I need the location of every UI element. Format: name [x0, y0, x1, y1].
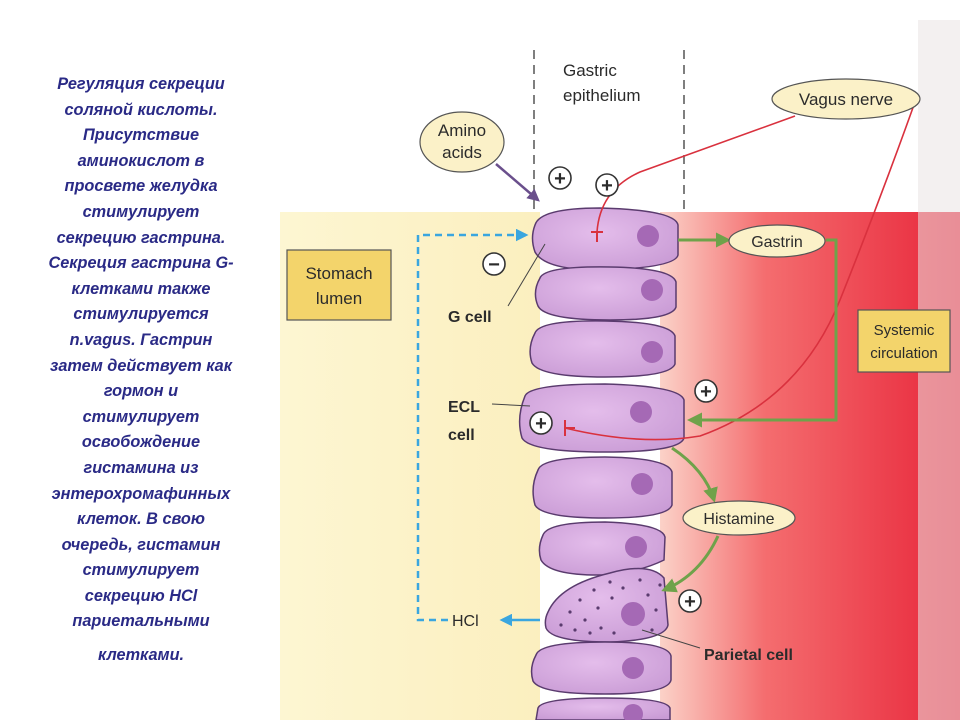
- amino-acids-label-line1: Amino: [438, 121, 486, 140]
- ecl-cell-label-line2: cell: [448, 427, 475, 444]
- g-cell: [531, 207, 679, 271]
- caption-line: освобождение: [81, 433, 201, 452]
- caption-line: гормон и: [103, 382, 179, 401]
- nucleus: [625, 536, 647, 558]
- parietal-granules: [559, 578, 662, 635]
- stomach-lumen-box: [286, 249, 392, 321]
- caption-line: секрецию гастрина.: [56, 228, 226, 247]
- epithelial-cell: [532, 456, 673, 519]
- amino-acids-oval: [419, 111, 505, 173]
- histamine-label: Histamine: [703, 511, 774, 528]
- gastric-epithelium-label-line2: epithelium: [563, 86, 641, 105]
- histamine-out-arrow: [671, 446, 718, 503]
- ecl-cell-label-line1: ECL: [448, 399, 480, 416]
- g-cell-label: G cell: [448, 309, 492, 326]
- plus-sign-vagus-g: +: [595, 173, 619, 197]
- nucleus: [641, 279, 663, 301]
- vagus-fiber-to-ecl: [564, 101, 916, 441]
- nucleus: [630, 401, 652, 423]
- caption-line: клеток. В свою: [77, 510, 205, 529]
- ecl-cell: [518, 383, 685, 453]
- nucleus: [637, 225, 659, 247]
- nucleus: [622, 657, 644, 679]
- epithelial-cell: [530, 641, 672, 695]
- svg-text:+: +: [601, 175, 613, 197]
- caption-line: энтерохромафинных: [51, 484, 231, 503]
- caption-line: стимулирует: [82, 202, 200, 221]
- nucleus: [641, 341, 663, 363]
- caption-text: Регуляция секреции соляной кислоты. Присут…: [10, 72, 272, 669]
- caption-line: соляной кислоты.: [64, 100, 218, 119]
- caption-line: стимулирует: [82, 407, 200, 426]
- caption-line: Секреция гастрина G-: [48, 254, 234, 273]
- nerve-terminal-ecl: [564, 420, 575, 436]
- svg-text:+: +: [684, 591, 696, 613]
- vagus-nerve-label: Vagus nerve: [799, 90, 893, 109]
- nucleus: [621, 602, 645, 626]
- gastrin-to-circulation: [687, 238, 838, 428]
- vagus-nerve-oval: [771, 78, 921, 120]
- hcl-label: HCl: [452, 613, 479, 630]
- parietal-cell-body: [544, 567, 669, 643]
- nucleus: [623, 704, 643, 720]
- plus-sign-gastrin-ecl: +: [694, 379, 718, 403]
- svg-text:+: +: [535, 413, 547, 435]
- epithelial-cell: [534, 266, 677, 321]
- vagus-fiber-to-g-cell: [596, 115, 796, 233]
- caption-line: Присутствие: [82, 126, 200, 145]
- caption-line: n.vagus. Гастрин: [69, 330, 213, 349]
- plus-sign-amino: +: [548, 166, 572, 190]
- plus-sign-histamine-parietal: +: [678, 589, 702, 613]
- caption-line: Регуляция секреции: [57, 75, 225, 93]
- minus-sign-feedback: −: [482, 252, 506, 276]
- circulation-region: [660, 212, 960, 720]
- systemic-circulation-box: [857, 309, 951, 373]
- histamine-oval: [682, 500, 796, 536]
- caption-line: стимулируется: [73, 305, 209, 324]
- epithelial-cell: [538, 521, 666, 576]
- caption-line: очередь, гистамин: [61, 535, 221, 554]
- amino-acids-arrow: [495, 163, 540, 202]
- caption-line: аминокислот в: [77, 151, 205, 170]
- caption-line: гистамина из: [83, 458, 199, 477]
- cell-nuclei: [621, 225, 663, 720]
- systemic-circulation-label-line2: circulation: [870, 345, 938, 362]
- gastric-epithelium-label-line1: Gastric: [563, 61, 617, 80]
- plus-sign-vagus-ecl: +: [529, 411, 553, 435]
- epithelial-cell: [535, 697, 671, 720]
- systemic-circulation-label-line1: Systemic: [874, 322, 935, 339]
- parietal-cell-label: Parietal cell: [704, 647, 793, 664]
- stomach-lumen-label-line2: lumen: [316, 289, 362, 308]
- caption-line: просвете желудка: [64, 177, 218, 196]
- caption-line: париетальными: [72, 612, 210, 631]
- parietal-leader: [641, 629, 701, 649]
- caption-line: клетками.: [97, 646, 185, 665]
- caption-line: клетками также: [71, 279, 211, 298]
- stomach-lumen-label-line1: Stomach: [305, 264, 372, 283]
- hcl-feedback-loop: [416, 228, 529, 622]
- histamine-in-arrow: [661, 535, 720, 593]
- epithelial-cell: [529, 320, 676, 378]
- svg-text:−: −: [488, 254, 500, 276]
- ecl-leader: [491, 403, 531, 407]
- nerve-terminal-g: [591, 231, 603, 242]
- caption-line: стимулирует: [82, 561, 200, 580]
- amino-acids-label-line2: acids: [442, 143, 482, 162]
- g-cell-leader: [507, 243, 546, 307]
- caption-line: затем действует как: [50, 356, 232, 375]
- svg-text:+: +: [700, 381, 712, 403]
- svg-text:+: +: [554, 168, 566, 190]
- gastrin-label: Gastrin: [751, 234, 803, 251]
- gastrin-oval: [728, 224, 826, 258]
- nucleus: [631, 473, 653, 495]
- caption-line: секрецию HCl: [84, 586, 198, 605]
